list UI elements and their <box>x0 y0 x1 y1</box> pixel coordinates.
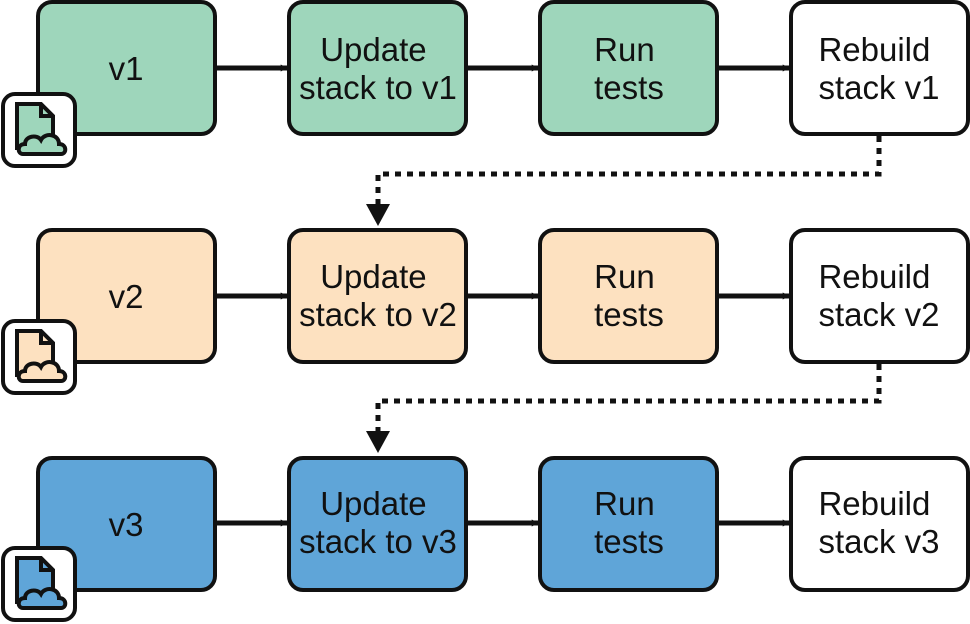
update-stack-box-v1 <box>287 0 468 136</box>
run-tests-label-v1: Run tests <box>594 31 664 106</box>
run-tests-label-v3: Run tests <box>594 485 664 560</box>
run-tests-box-v1 <box>538 0 719 136</box>
rebuild-stack-box-v1 <box>789 0 970 136</box>
update-stack-label-v3: Update stack to v3 <box>299 485 457 560</box>
cloud-document-icon <box>1 319 77 395</box>
dotted-connector-arrowhead-1 <box>366 204 390 226</box>
version-label-v1: v1 <box>109 50 144 87</box>
run-tests-label-v2: Run tests <box>594 258 664 333</box>
rebuild-stack-label-v3: Rebuild stack v3 <box>818 485 939 560</box>
rebuild-stack-label-v2: Rebuild stack v2 <box>818 258 939 333</box>
dotted-connector-arrowhead-2 <box>366 431 390 453</box>
version-label-v2: v2 <box>109 278 144 315</box>
rebuild-stack-label-v1: Rebuild stack v1 <box>818 31 939 106</box>
rebuild-stack-box-v3 <box>789 456 970 592</box>
dotted-connector-v2-to-v3 <box>375 364 882 441</box>
row-1: v1 Update stack to v1 Run tests Rebuild … <box>1 0 970 168</box>
row-2: v2 Update stack to v2 Run tests Rebuild … <box>1 228 970 395</box>
version-label-v3: v3 <box>109 506 144 543</box>
row-3: v3 Update stack to v3 Run tests Rebuild … <box>1 456 970 622</box>
update-stack-label-v1: Update stack to v1 <box>299 31 457 106</box>
update-stack-label-v2: Update stack to v2 <box>299 258 457 333</box>
dotted-connector-v1-to-v2 <box>375 136 882 214</box>
rebuild-stack-box-v2 <box>789 228 970 364</box>
cloud-document-icon <box>1 546 77 622</box>
cloud-document-icon <box>1 92 77 168</box>
